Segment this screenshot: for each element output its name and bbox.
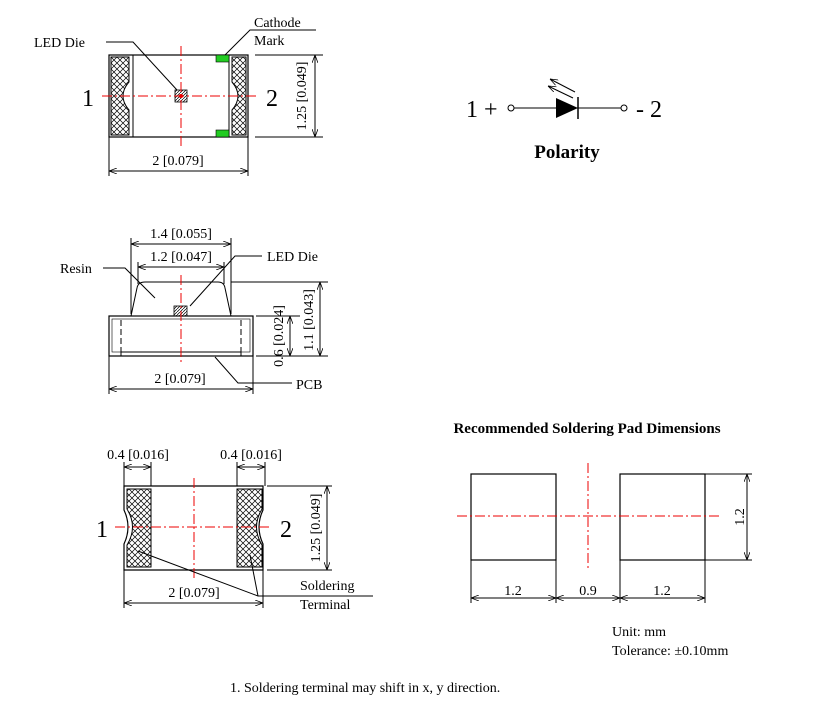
pad-left [470, 473, 557, 561]
pad-right-width: 1.2 [653, 584, 671, 599]
pad-right [619, 473, 706, 561]
total-height-dimension: 1.1 [0.043] [302, 289, 317, 351]
resin-label: Resin [60, 262, 92, 277]
terminal-right [231, 56, 247, 136]
side-view: 1.4 [0.055] 1.2 [0.047] Resin LED Die 0.… [60, 227, 328, 394]
led-die-label: LED Die [34, 36, 85, 51]
pad-title: Recommended Soldering Pad Dimensions [453, 421, 720, 437]
top-view: 1 2 LED Die Cathode Mark 2 [0.079] 1.25 … [34, 16, 323, 176]
polarity-left-label: 1 + [466, 97, 498, 123]
bottom-height-dimension: 1.25 [0.049] [309, 494, 324, 563]
terminal-left-dimension: 0.4 [0.016] [107, 448, 169, 463]
pad-gap: 0.9 [579, 584, 597, 599]
polarity-right-label: - 2 [636, 97, 662, 123]
soldering-label: Soldering [300, 579, 354, 594]
pin-2-label: 2 [266, 86, 278, 112]
cathode-mark-top [215, 54, 230, 63]
resin-top-dimension: 1.4 [0.055] [150, 227, 212, 242]
tolerance-label: Tolerance: ±0.10mm [612, 644, 728, 659]
pcb-label: PCB [296, 378, 322, 393]
bottom-pin-1-label: 1 [96, 517, 108, 543]
terminal-right-dimension: 0.4 [0.016] [220, 448, 282, 463]
solder-terminal-left [126, 488, 152, 568]
width-dimension: 2 [0.079] [152, 154, 203, 169]
height-dimension: 1.25 [0.049] [295, 62, 310, 131]
pin-1-label: 1 [82, 86, 94, 112]
bottom-view: 1 2 0.4 [0.016] 0.4 [0.016] 1.25 [0.049]… [96, 448, 373, 613]
solder-terminal-right [236, 488, 263, 568]
diode-icon [556, 98, 578, 118]
resin-inner-dimension: 1.2 [0.047] [150, 250, 212, 265]
cathode-label: Cathode [254, 16, 301, 31]
footnote: 1. Soldering terminal may shift in x, y … [230, 681, 500, 696]
cathode-mark-bottom [215, 129, 230, 138]
pad-height: 1.2 [733, 508, 748, 526]
polarity-symbol: 1 + - 2 Polarity [466, 79, 662, 163]
side-width-dimension: 2 [0.079] [154, 372, 205, 387]
cathode-mark-label: Mark [254, 34, 284, 49]
unit-label: Unit: mm [612, 625, 666, 640]
led-die-side-label: LED Die [267, 250, 318, 265]
soldering-pad-dimensions: Recommended Soldering Pad Dimensions 1.2… [453, 421, 752, 659]
pad-left-width: 1.2 [504, 584, 522, 599]
terminal-label: Terminal [300, 598, 350, 613]
pcb-height-dimension: 0.6 [0.024] [272, 305, 287, 367]
bottom-width-dimension: 2 [0.079] [168, 586, 219, 601]
polarity-title: Polarity [534, 142, 600, 163]
bottom-pin-2-label: 2 [280, 517, 292, 543]
